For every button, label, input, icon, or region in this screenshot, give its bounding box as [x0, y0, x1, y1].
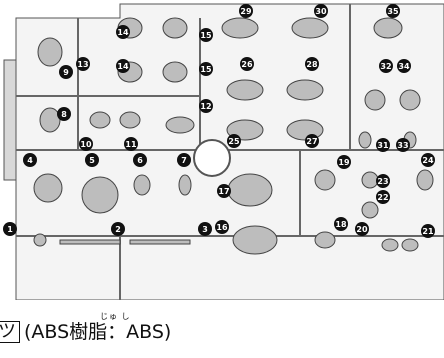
caption-main: ツ (ABS樹脂：ABS)	[0, 321, 171, 343]
callout-6: 6	[133, 153, 147, 167]
callout-19: 19	[337, 155, 351, 169]
callout-30: 30	[314, 4, 328, 18]
callout-35: 35	[386, 4, 400, 18]
gate-tab	[3, 59, 17, 181]
callout-11: 11	[124, 137, 138, 151]
callout-21: 21	[421, 224, 435, 238]
svg-text:3: 3	[202, 225, 208, 234]
callout-7: 7	[177, 153, 191, 167]
svg-text:2: 2	[115, 225, 121, 234]
svg-text:32: 32	[380, 62, 391, 71]
svg-text:19: 19	[338, 158, 350, 167]
svg-text:23: 23	[377, 177, 388, 186]
callout-17: 17	[217, 184, 231, 198]
svg-text:9: 9	[63, 68, 69, 77]
callout-34: 34	[397, 59, 411, 73]
svg-text:12: 12	[200, 102, 211, 111]
svg-text:14: 14	[117, 28, 129, 37]
svg-text:26: 26	[241, 60, 253, 69]
callout-32: 32	[379, 59, 393, 73]
callout-12: 12	[199, 99, 213, 113]
svg-text:21: 21	[422, 227, 434, 236]
callout-18: 18	[334, 217, 348, 231]
callout-2: 2	[111, 222, 125, 236]
parts	[33, 17, 434, 255]
svg-text:4: 4	[27, 156, 33, 165]
svg-text:11: 11	[125, 140, 137, 149]
svg-text:10: 10	[80, 140, 92, 149]
callout-25: 25	[227, 134, 241, 148]
callout-20: 20	[355, 222, 369, 236]
svg-text:17: 17	[218, 187, 229, 196]
svg-text:31: 31	[377, 141, 389, 150]
callout-1: 1	[3, 222, 17, 236]
callout-29: 29	[239, 4, 253, 18]
callout-3: 3	[198, 222, 212, 236]
material-caption: じゅ し ツ (ABS樹脂：ABS)	[0, 305, 444, 358]
callout-4: 4	[23, 153, 37, 167]
callout-14a: 14	[116, 25, 130, 39]
callout-26: 26	[240, 57, 254, 71]
part-callouts: 1 2 3 4 5 6 7 8 9 10 11 12 13 14 14 15 1…	[3, 4, 435, 238]
svg-text:33: 33	[397, 141, 408, 150]
sprue-svg: 1 2 3 4 5 6 7 8 9 10 11 12 13 14 14 15 1…	[3, 3, 444, 300]
svg-text:20: 20	[356, 225, 368, 234]
callout-13: 13	[76, 57, 90, 71]
svg-text:15: 15	[200, 65, 212, 74]
svg-text:5: 5	[89, 156, 95, 165]
center-ring	[193, 139, 231, 177]
callout-15a: 15	[199, 28, 213, 42]
furigana-reading: じゅ し	[100, 312, 131, 321]
callout-31: 31	[376, 138, 390, 152]
svg-text:30: 30	[315, 7, 327, 16]
sprue-runner-diagram: 1 2 3 4 5 6 7 8 9 10 11 12 13 14 14 15 1…	[3, 3, 444, 300]
svg-text:8: 8	[61, 110, 67, 119]
callout-27: 27	[305, 134, 319, 148]
callout-14b: 14	[116, 59, 130, 73]
svg-text:24: 24	[422, 156, 434, 165]
callout-5: 5	[85, 153, 99, 167]
svg-text:34: 34	[398, 62, 410, 71]
runner-letter-box: ツ	[0, 321, 20, 343]
svg-text:7: 7	[181, 156, 187, 165]
callout-9: 9	[59, 65, 73, 79]
callout-8: 8	[57, 107, 71, 121]
material-label: (ABS樹脂：ABS)	[24, 320, 172, 343]
svg-text:29: 29	[240, 7, 252, 16]
callout-16: 16	[215, 220, 229, 234]
callout-10: 10	[79, 137, 93, 151]
svg-text:27: 27	[306, 137, 317, 146]
svg-text:1: 1	[7, 225, 13, 234]
svg-text:35: 35	[387, 7, 399, 16]
svg-text:13: 13	[77, 60, 88, 69]
svg-text:25: 25	[228, 137, 240, 146]
svg-text:14: 14	[117, 62, 129, 71]
callout-15b: 15	[199, 62, 213, 76]
callout-23: 23	[376, 174, 390, 188]
svg-text:15: 15	[200, 31, 212, 40]
svg-text:16: 16	[216, 223, 228, 232]
svg-text:6: 6	[137, 156, 143, 165]
svg-text:22: 22	[377, 193, 388, 202]
callout-28: 28	[305, 57, 319, 71]
callout-24: 24	[421, 153, 435, 167]
callout-22: 22	[376, 190, 390, 204]
svg-text:18: 18	[335, 220, 347, 229]
callout-33: 33	[396, 138, 410, 152]
svg-text:28: 28	[306, 60, 318, 69]
